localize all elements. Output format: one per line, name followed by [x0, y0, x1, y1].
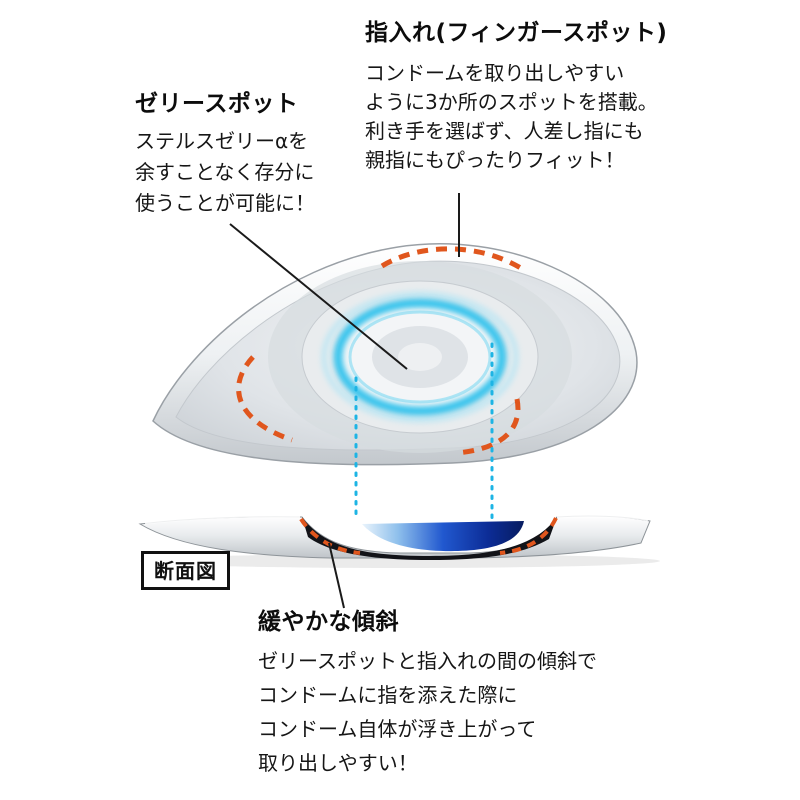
projection-guides — [354, 342, 494, 521]
finger-spot-arc-right — [456, 398, 521, 456]
finger-spot-line: コンドームを取り出しやすい — [365, 61, 625, 85]
finger-spot-line: ように3か所のスポットを搭載。 — [365, 90, 658, 114]
jelly-spot-line: 余すことなく存分に — [135, 160, 315, 184]
cross-section-view — [138, 514, 660, 568]
jelly-spot-line: ステルスゼリーαを — [135, 129, 309, 153]
finger-spot-arc-left — [236, 355, 293, 443]
slope-arc-right — [499, 517, 558, 555]
leader-lines — [229, 193, 460, 609]
product-top-view — [152, 243, 638, 466]
jelly-spot-glow-ring — [321, 291, 519, 423]
condom-cross-section — [362, 521, 524, 552]
leader-slope — [328, 542, 345, 609]
finger-spot-title: 指入れ(フィンガースポット) — [365, 20, 668, 46]
leader-jelly-spot — [229, 223, 408, 370]
slope-line: 取り出しやすい！ — [258, 751, 418, 775]
annotation-slope: 緩やかな傾斜 ゼリースポットと指入れの間の傾斜で コンドームに指を添えた際に コ… — [258, 602, 597, 780]
annotation-finger-spot: 指入れ(フィンガースポット) コンドームを取り出しやすい ように3か所のスポット… — [365, 13, 667, 175]
finger-spot-line: 利き手を選ばず、人差し指にも — [365, 119, 644, 143]
jelly-spot-title: ゼリースポット — [135, 91, 299, 117]
slope-line: コンドームに指を添えた際に — [258, 683, 518, 707]
jelly-spot-line: 使うことが可能に！ — [135, 191, 315, 215]
dish-center-dot — [398, 343, 442, 371]
slope-line: コンドーム自体が浮き上がって — [258, 717, 537, 741]
surface-highlight-right — [556, 514, 649, 522]
finger-spot-line: 親指にもぴったりフィット！ — [365, 148, 625, 172]
surface-highlight-left — [144, 515, 301, 525]
cross-section-label: 断面図 — [141, 551, 230, 590]
cross-section-shadow — [140, 554, 660, 568]
slope-arc-left — [299, 517, 361, 555]
slope-line: ゼリースポットと指入れの間の傾斜で — [258, 649, 597, 673]
annotation-jelly-spot: ゼリースポット ステルスゼリーαを 余すことなく存分に 使うことが可能に！ — [135, 84, 315, 219]
slope-title: 緩やかな傾斜 — [258, 609, 399, 635]
